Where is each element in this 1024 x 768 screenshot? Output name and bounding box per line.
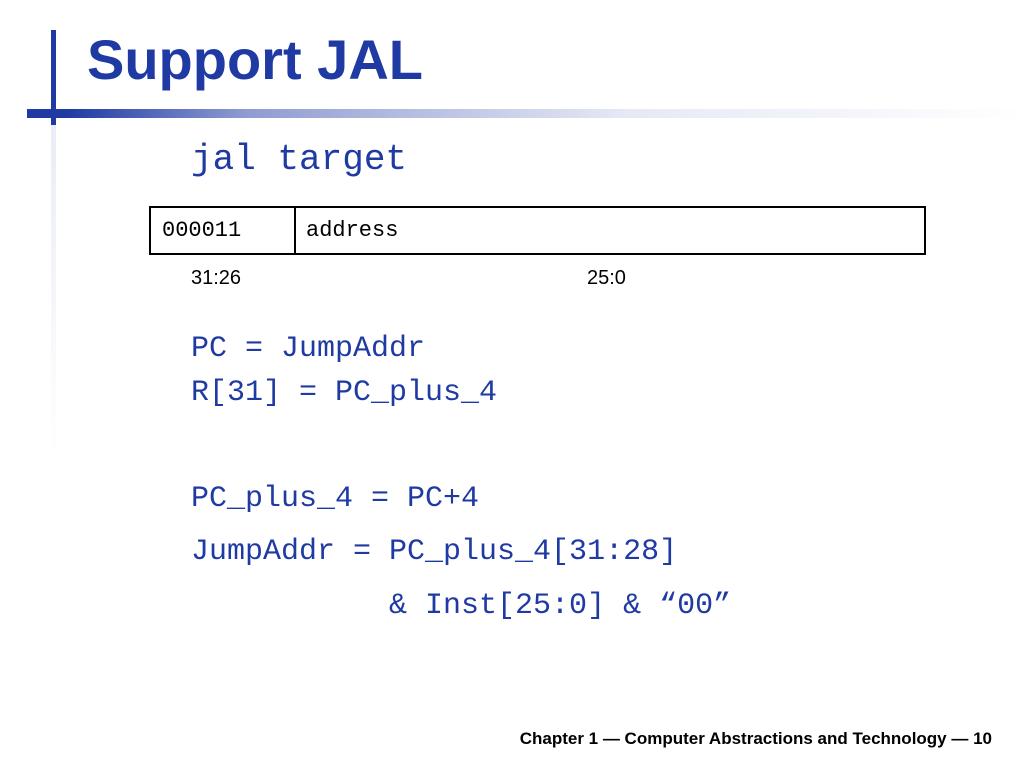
code-line-jumpaddr: JumpAddr = PC_plus_4[31:28] <box>191 535 678 569</box>
code-line-jumpaddr-cont: & Inst[25:0] & “00” <box>191 589 732 623</box>
code-line-pc: PC = JumpAddr <box>191 332 426 366</box>
opcode-bit-range: 31:26 <box>191 267 242 289</box>
title-underline-bar <box>27 109 1024 118</box>
slide-title: Support JAL <box>87 28 423 91</box>
opcode-field: 000011 <box>151 208 296 253</box>
title-accent-bar <box>51 30 56 125</box>
address-field: address <box>306 218 399 243</box>
address-bit-range: 25:0 <box>587 267 626 289</box>
side-accent-fade <box>51 125 56 455</box>
instruction-syntax: jal target <box>191 139 408 180</box>
slide-footer: Chapter 1 — Computer Abstractions and Te… <box>519 729 992 748</box>
instruction-format-box: 000011 address <box>149 206 926 255</box>
code-line-r31: R[31] = PC_plus_4 <box>191 376 498 410</box>
code-line-pc-plus-4: PC_plus_4 = PC+4 <box>191 482 480 516</box>
